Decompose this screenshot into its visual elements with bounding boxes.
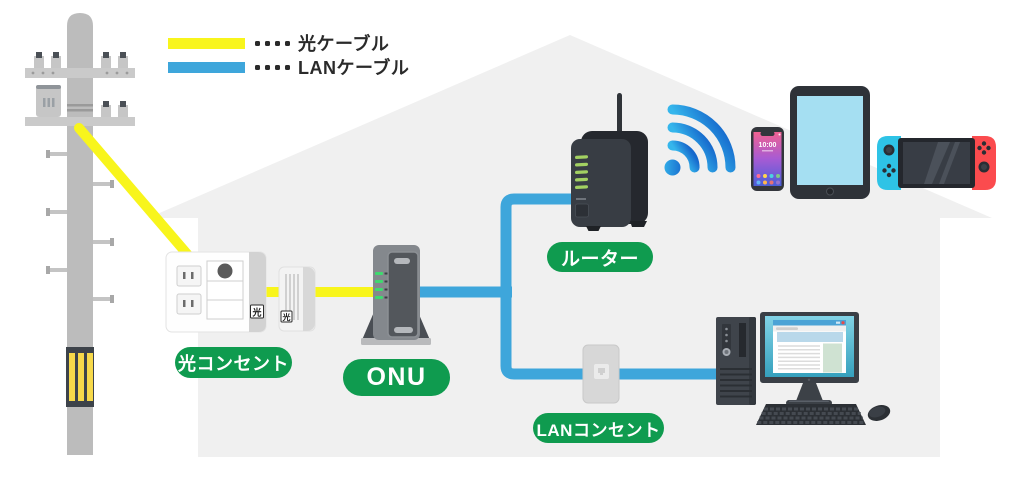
monitor-logo-dot <box>807 378 811 381</box>
router-logo <box>576 198 586 200</box>
wifi-dot <box>664 159 681 176</box>
screen-glare <box>924 142 950 184</box>
rj45-notch <box>598 368 605 375</box>
phone-notch <box>760 131 775 136</box>
pc-keyboard <box>756 404 866 425</box>
fiber-port-panel <box>206 260 244 320</box>
page-banner <box>777 332 843 342</box>
router-label: ルーター <box>547 242 653 272</box>
rosette-side <box>303 267 315 331</box>
legend-fiber-label: 光ケーブル <box>298 34 390 54</box>
tower-button-panel <box>722 324 731 350</box>
pc-monitor <box>760 312 859 406</box>
browser-minmax <box>836 321 840 324</box>
legend-dots <box>255 40 290 46</box>
hikari-port-tag-text: 光 <box>251 307 261 318</box>
optical-rosette: 光 <box>278 266 316 332</box>
phone-app-icons <box>756 174 780 185</box>
keyboard-keys <box>757 407 865 424</box>
wifi-icon <box>664 104 736 176</box>
left-stick-cap <box>886 147 892 153</box>
browser-close-dot <box>841 321 845 325</box>
rosette-tag: 光 <box>280 310 293 323</box>
tablet-screen <box>797 96 863 185</box>
browser-toolbar <box>773 325 846 332</box>
onu-top-vent <box>394 258 410 264</box>
dpad-buttons <box>882 163 896 178</box>
pole-band <box>67 104 93 107</box>
phone-camera-dot <box>778 133 781 136</box>
outlet-side-strip <box>249 252 266 332</box>
fiber-cable-swatch <box>168 37 245 49</box>
legend-lan-label: LANケーブル <box>298 58 410 78</box>
tablet <box>790 86 870 199</box>
lan-cable-trunk <box>500 193 720 380</box>
onu-label: ONU <box>343 359 450 396</box>
right-stick-cap <box>981 164 987 170</box>
pc-mouse <box>867 405 891 421</box>
crossarm-top <box>25 68 135 78</box>
rosette-tag-text: 光 <box>282 312 291 322</box>
insulators <box>34 52 128 117</box>
game-console <box>877 136 996 190</box>
power-socket <box>176 265 202 315</box>
legend-lan: LANケーブル <box>168 57 410 78</box>
router-foot <box>630 221 647 227</box>
screen-glare <box>939 142 960 184</box>
transformer <box>36 85 61 117</box>
pole-band <box>67 109 93 112</box>
monitor-stand <box>796 383 823 401</box>
browser-titlebar <box>773 320 846 326</box>
optical-outlet-label: 光コンセント <box>175 347 292 378</box>
optical-outlet: 光 <box>165 251 267 333</box>
wifi-router <box>571 93 648 231</box>
phone-subtext <box>762 150 773 152</box>
utility-pole <box>25 13 135 455</box>
legend-fiber: 光ケーブル <box>168 33 390 54</box>
lan-outlet <box>582 344 620 404</box>
pc-tower <box>716 317 756 405</box>
tablet-home-button <box>826 187 834 196</box>
hikari-port-tag: 光 <box>250 304 264 319</box>
router-antenna <box>617 93 622 143</box>
fiber-cable-drop <box>74 123 199 267</box>
safety-band <box>66 347 94 407</box>
onu-device <box>361 245 431 345</box>
monitor-base-highlight <box>789 400 829 402</box>
router-foot <box>586 226 601 231</box>
onu-front-panel <box>387 251 419 338</box>
phone-clock: 10:00 <box>759 142 777 149</box>
joycon-left <box>877 136 901 190</box>
fiber-connector-cap <box>217 263 233 279</box>
power-button-inner <box>724 350 729 354</box>
desktop-pc <box>716 312 891 425</box>
drive-slot <box>739 323 746 357</box>
router-leds <box>575 155 588 189</box>
onu-bottom-vent <box>394 327 413 333</box>
page-sidebar <box>823 343 842 373</box>
page-text-lines <box>778 345 820 370</box>
browser-window <box>773 320 846 373</box>
phone-screen <box>753 132 782 186</box>
lan-cables <box>414 193 720 380</box>
step-pegs <box>46 150 114 303</box>
crossarm-lower <box>25 117 135 126</box>
onu-leds <box>375 272 388 299</box>
router-button <box>575 203 589 218</box>
tower-vents <box>720 368 752 398</box>
lan-outlet-label: LANコンセント <box>533 413 664 443</box>
legend-dots <box>255 64 290 70</box>
abxy-buttons <box>977 141 991 155</box>
smartphone: 10:00 <box>751 127 784 191</box>
lan-cable-swatch <box>168 61 245 73</box>
